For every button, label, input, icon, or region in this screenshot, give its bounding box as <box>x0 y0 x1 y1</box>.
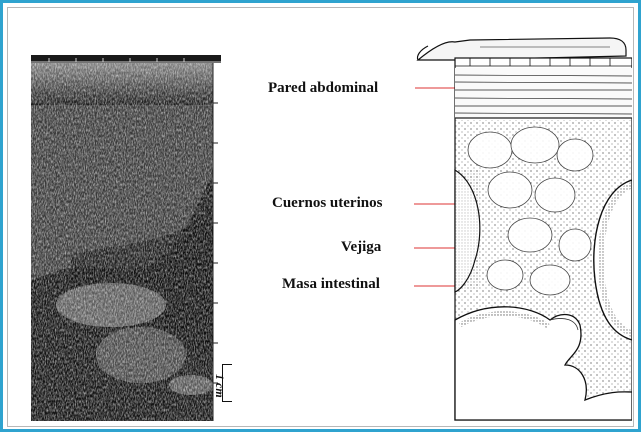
anatomical-drawing <box>410 20 632 422</box>
abdominal-wall <box>455 68 632 118</box>
transducer-probe <box>417 38 626 60</box>
